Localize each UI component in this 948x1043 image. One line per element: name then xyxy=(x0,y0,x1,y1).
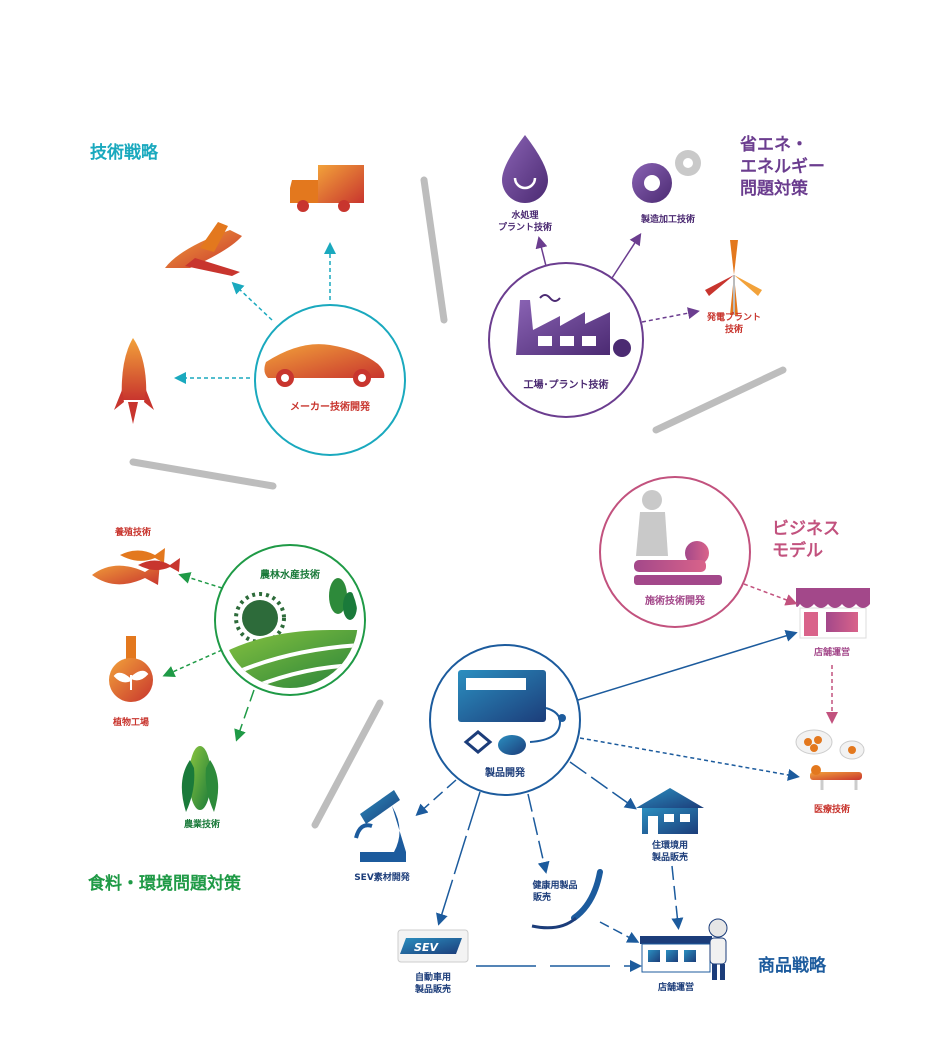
microscope-icon xyxy=(354,790,406,862)
corn-icon xyxy=(181,746,219,812)
separator-top xyxy=(420,176,448,324)
arrow-health-store xyxy=(599,921,640,943)
arrow-agri-fish xyxy=(178,572,223,589)
arrow-beauty-shop xyxy=(743,583,798,606)
arrow-factory-water xyxy=(535,236,548,267)
arrow-house-store xyxy=(671,865,684,930)
arrow-product-house xyxy=(569,761,637,810)
section-title-product: 商品戦略 xyxy=(758,955,827,976)
hub-label-agri: 農林水産技術 xyxy=(260,568,320,581)
node-auto-line2: 製品販売 xyxy=(414,983,451,995)
car-icon xyxy=(264,344,385,387)
section-title-tech: 技術戦略 xyxy=(90,142,159,163)
factory-icon xyxy=(516,294,631,357)
node-housing-line1: 住環境用 xyxy=(652,839,688,851)
device-icon xyxy=(458,670,566,755)
section-title-energy: 省エネ・ エネルギー 問題対策 xyxy=(739,134,825,199)
product-arrows xyxy=(415,630,800,972)
node-store-top: 店舗運営 xyxy=(814,646,850,658)
node-health-line1: 健康用製品 xyxy=(532,879,577,891)
svg-text:ビジネス: ビジネス xyxy=(772,519,840,539)
energy-arrows xyxy=(535,232,700,323)
node-housing-line2: 製品販売 xyxy=(651,851,688,863)
store-icon xyxy=(640,936,712,973)
arrow-agri-corn xyxy=(234,689,255,742)
node-water-line2: プラント技術 xyxy=(498,221,552,233)
node-power-line2: 技術 xyxy=(725,323,743,335)
worker-icon xyxy=(708,918,728,980)
svg-text:省エネ・: 省エネ・ xyxy=(739,134,808,155)
tech-arrows xyxy=(174,242,336,384)
separators xyxy=(129,176,787,829)
gear-icon xyxy=(632,150,701,203)
hub-label-maker: メーカー技術開発 xyxy=(290,400,371,413)
node-auto-line1: 自動車用 xyxy=(415,971,451,983)
food-arrows xyxy=(162,572,255,742)
arrow-product-sev xyxy=(436,791,481,926)
node-power-line1: 発電プラント xyxy=(706,311,761,323)
node-water-line1: 水処理 xyxy=(511,209,538,221)
surgery-light-icon xyxy=(795,729,865,790)
node-sev-material: SEV素材開発 xyxy=(354,871,411,883)
svg-text:問題対策: 問題対策 xyxy=(740,178,809,199)
hub-label-product: 製品開発 xyxy=(484,766,526,779)
arrow-product-health xyxy=(527,793,550,874)
separator-bottom xyxy=(311,699,384,829)
sev-badge-icon: SEV xyxy=(397,929,469,963)
house-icon xyxy=(636,788,704,834)
svg-text:モデル: モデル xyxy=(772,540,823,561)
fish-icon xyxy=(92,548,180,585)
arrow-factory-power xyxy=(641,307,700,323)
node-aquaculture: 養殖技術 xyxy=(114,526,151,538)
massage-icon xyxy=(634,490,722,585)
node-farming: 農業技術 xyxy=(184,818,220,830)
section-title-business: ビジネス モデル xyxy=(772,519,840,561)
rocket-icon xyxy=(114,338,154,424)
node-plant-factory: 植物工場 xyxy=(112,716,149,728)
massager-wand-icon xyxy=(531,869,603,930)
arrow-maker-airplane xyxy=(231,281,273,321)
shop-icon xyxy=(796,588,870,639)
arrow-agri-flask xyxy=(162,649,223,678)
svg-text:エネルギー: エネルギー xyxy=(740,157,825,177)
hub-label-beauty: 施術技術開発 xyxy=(645,594,706,607)
node-medical: 医療技術 xyxy=(814,803,850,815)
arrow-product-medical xyxy=(579,737,800,781)
hub-maker xyxy=(254,304,406,456)
airplane-icon xyxy=(165,222,242,276)
sev-logo-text: SEV xyxy=(414,941,439,954)
hub-beauty xyxy=(599,476,751,628)
arrow-product-shop xyxy=(577,630,798,701)
arrow-factory-gear xyxy=(611,232,642,279)
node-store-bottom: 店舗運営 xyxy=(658,981,694,993)
truck-icon xyxy=(290,165,364,212)
section-title-food: 食料・環境問題対策 xyxy=(88,873,242,894)
hub-label-factory: 工場･プラント技術 xyxy=(524,378,609,391)
wind-turbine-icon xyxy=(705,240,762,315)
arrow-product-microscope xyxy=(415,779,457,816)
water-drop-icon xyxy=(502,135,548,203)
separator-left xyxy=(129,458,277,490)
node-manufacturing: 製造加工技術 xyxy=(640,213,695,225)
flask-sprout-icon xyxy=(109,636,153,702)
business-arrows xyxy=(743,583,838,724)
node-health-line2: 販売 xyxy=(533,891,551,903)
separator-right xyxy=(652,366,787,434)
